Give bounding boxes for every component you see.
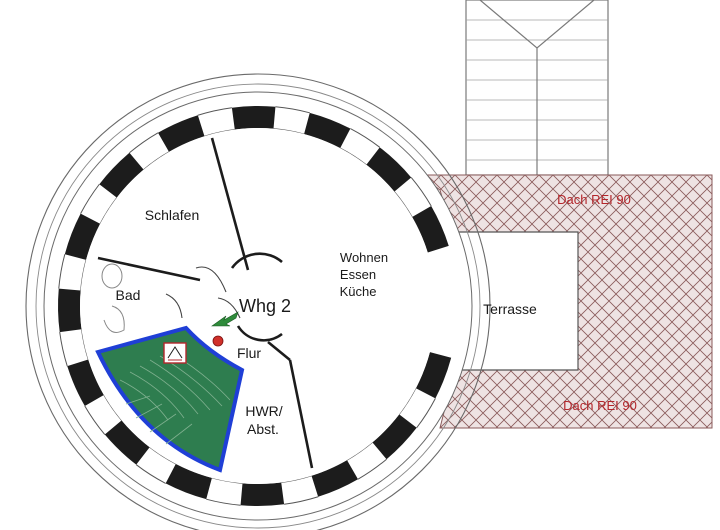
wall-segment	[104, 420, 150, 465]
wall-segment	[58, 288, 82, 333]
tower-wall	[58, 106, 452, 507]
room-label-kueche: Küche	[340, 284, 377, 299]
wall-segment	[372, 414, 417, 460]
wall-segment	[99, 152, 144, 198]
room-label-schlafen: Schlafen	[145, 207, 199, 223]
window-opening	[206, 477, 243, 506]
wall-segment	[231, 106, 276, 130]
roof-label-top: Dach REI 90	[557, 192, 631, 207]
internal-staircase	[95, 325, 245, 473]
window-opening	[273, 106, 310, 135]
wall-segment	[240, 482, 285, 507]
wall-segment	[412, 206, 449, 253]
unit-label: Whg 2	[239, 296, 291, 316]
wall-segment	[67, 359, 104, 406]
entry-marker	[212, 335, 224, 347]
room-label-wohnen: Wohnen	[340, 250, 388, 265]
wall-segment	[165, 463, 212, 500]
wall-segment	[415, 352, 452, 399]
room-label-essen: Essen	[340, 267, 376, 282]
window-opening	[59, 329, 89, 367]
wall-segment	[304, 112, 351, 149]
partition-walls	[97, 137, 314, 469]
room-label-terrasse: Terrasse	[483, 301, 537, 317]
room-label-bad: Bad	[116, 287, 141, 303]
room-label-flur: Flur	[237, 345, 261, 361]
door-swings	[165, 266, 241, 319]
wall-segment	[366, 147, 412, 192]
exterior-stair	[465, 0, 609, 176]
window-opening	[58, 254, 87, 291]
bath-fixtures	[101, 263, 125, 333]
wall-segment	[64, 213, 101, 260]
wall-segment	[158, 115, 205, 152]
room-label-abst: Abst.	[247, 421, 279, 437]
emergency-exit-sign	[163, 342, 187, 364]
wall-segment	[311, 460, 358, 497]
room-label-hwr: HWR/	[245, 403, 282, 419]
entry-arrow-icon	[211, 311, 239, 327]
roof-label-bottom: Dach REI 90	[563, 398, 637, 413]
